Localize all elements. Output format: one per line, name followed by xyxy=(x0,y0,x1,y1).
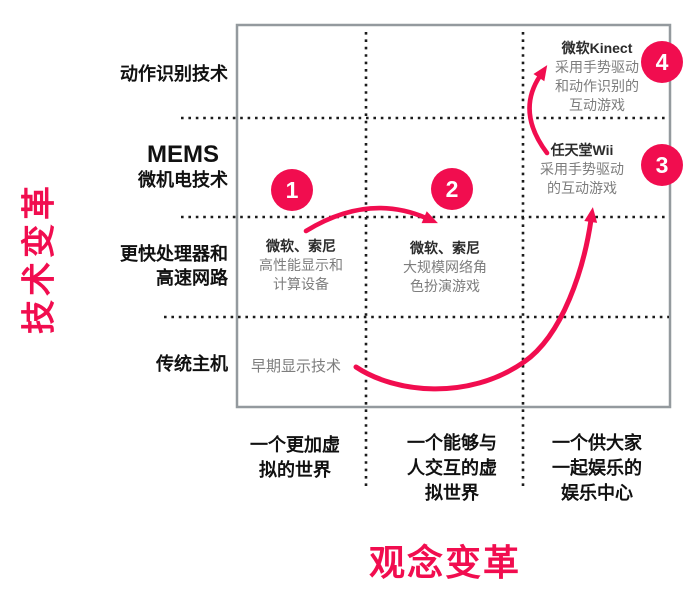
matrix-border-box xyxy=(235,23,672,409)
stage-badge-3: 3 xyxy=(641,144,683,186)
y-axis-title: 技术变革 xyxy=(20,182,59,334)
row-label-mems-line2: 微机电技术 xyxy=(138,170,228,190)
row-label-mems: MEMS 微机电技术 xyxy=(138,141,228,192)
stage-badge-2: 2 xyxy=(431,168,473,210)
cell-stage1-microsoft-sony: 微软、索尼 高性能显示和 计算设备 xyxy=(231,237,371,294)
cell-stage2-title: 微软、索尼 xyxy=(410,240,480,256)
column-label-interactive-virtual-world: 一个能够与 人交互的虚 拟世界 xyxy=(407,433,497,503)
arrow-stage3-to-stage4 xyxy=(527,65,550,156)
cell-early-display-technology: 早期显示技术 xyxy=(226,357,366,376)
cell-early-display-title: 早期显示技术 xyxy=(250,358,341,375)
row-label-faster-processors-line2: 高速网路 xyxy=(156,268,228,288)
row-label-motion-recognition: 动作识别技术 xyxy=(120,64,228,84)
stage-badge-4: 4 xyxy=(641,41,683,83)
cell-stage3-nintendo-wii: 任天堂Wii 采用手势驱动 的互动游戏 xyxy=(512,141,652,198)
x-axis-title: 观念变革 xyxy=(368,542,521,583)
stage-badge-1: 1 xyxy=(271,169,313,211)
cell-stage3-desc: 采用手势驱动 的互动游戏 xyxy=(540,161,624,196)
cell-stage4-title: 微软Kinect xyxy=(561,40,633,56)
row-label-faster-processors: 更快处理器和 高速网路 xyxy=(120,242,228,290)
column-label-more-virtual-world: 一个更加虚 拟的世界 xyxy=(250,435,340,480)
cell-stage2-microsoft-sony: 微软、索尼 大规模网络角 色扮演游戏 xyxy=(375,239,515,296)
row-label-mems-line1: MEMS xyxy=(147,141,219,168)
arrow-stage2-to-stage3 xyxy=(353,207,598,392)
cell-stage3-title: 任天堂Wii xyxy=(550,142,614,158)
cell-stage4-microsoft-kinect: 微软Kinect 采用手势驱动 和动作识别的 互动游戏 xyxy=(527,39,667,115)
cell-stage2-desc: 大规模网络角 色扮演游戏 xyxy=(403,259,487,294)
column-label-entertainment-center: 一个供大家 一起娱乐的 娱乐中心 xyxy=(552,433,642,503)
row-label-traditional-console: 传统主机 xyxy=(156,354,228,374)
arrow-stage1-to-stage2 xyxy=(303,205,438,234)
cell-stage1-title: 微软、索尼 xyxy=(266,238,336,254)
row-label-faster-processors-line1: 更快处理器和 xyxy=(120,244,228,264)
cell-stage4-desc: 采用手势驱动 和动作识别的 互动游戏 xyxy=(555,59,639,113)
cell-stage1-desc: 高性能显示和 计算设备 xyxy=(259,257,343,292)
